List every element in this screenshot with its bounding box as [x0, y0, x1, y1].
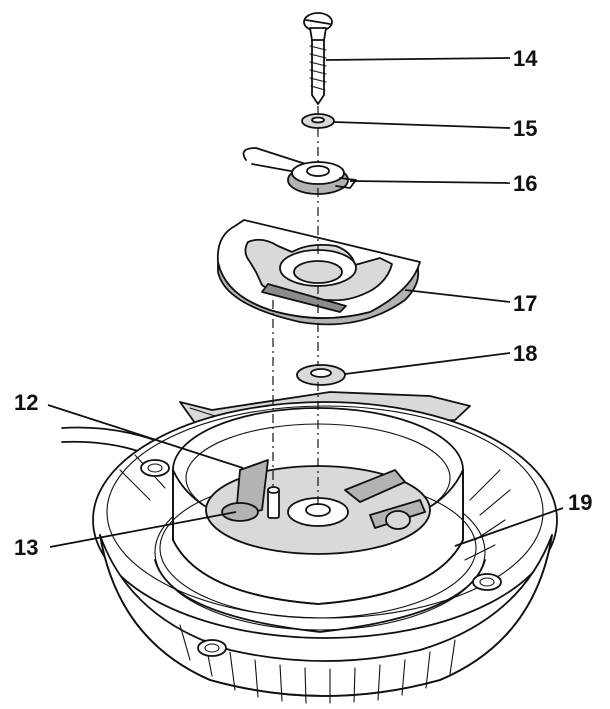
callout-16: 16 — [513, 171, 537, 196]
assembly-axes — [272, 106, 319, 505]
callout-15: 15 — [513, 116, 537, 141]
starter-housing — [61, 391, 558, 704]
callout-19: 19 — [568, 490, 592, 515]
callout-12: 12 — [14, 390, 38, 415]
guide-plate-17 — [216, 219, 421, 326]
leader-lines — [47, 57, 564, 548]
callout-18: 18 — [513, 341, 537, 366]
washer-15 — [301, 113, 335, 129]
washer-18 — [296, 364, 346, 386]
callout-14: 14 — [513, 46, 538, 71]
spring-clip-16 — [242, 147, 357, 195]
callout-13: 13 — [14, 535, 38, 560]
callout-17: 17 — [513, 291, 537, 316]
screw-14 — [303, 12, 333, 105]
